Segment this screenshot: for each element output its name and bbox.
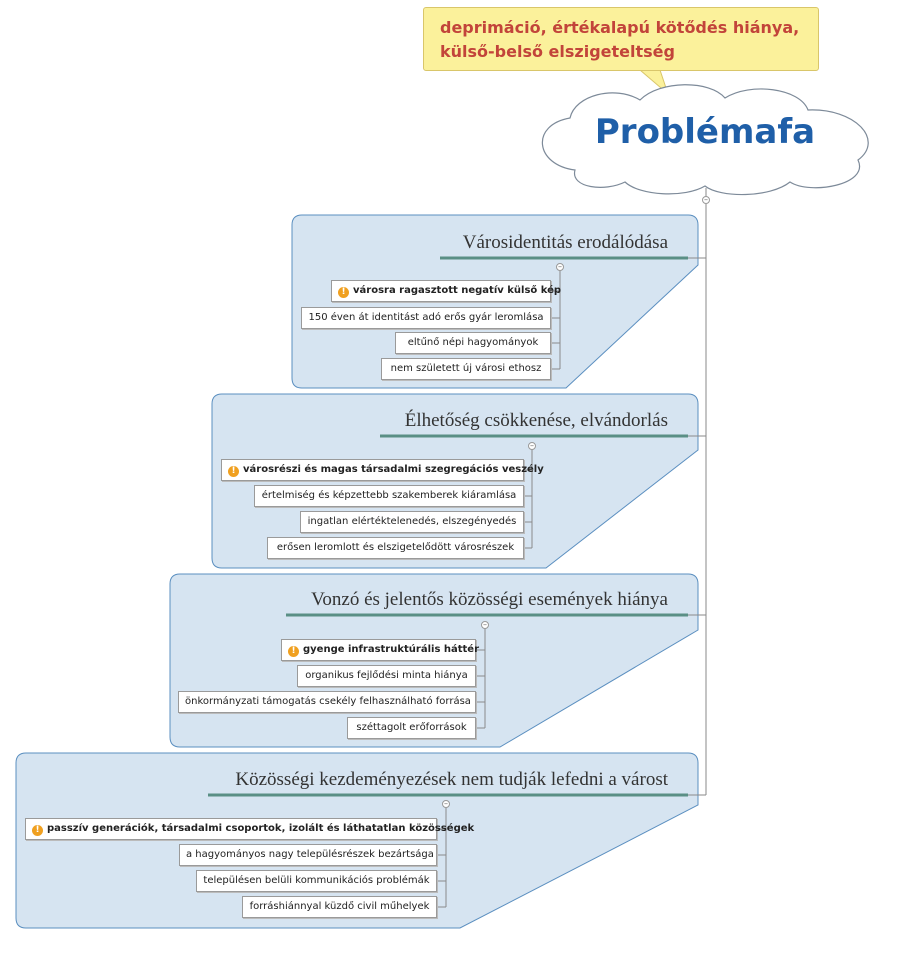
list-item[interactable]: !városrészi és magas társadalmi szegregá… bbox=[221, 459, 544, 481]
list-item[interactable]: !gyenge infrastruktúrális háttér bbox=[281, 639, 479, 661]
callout-line-2: külső-belső elszigeteltség bbox=[440, 42, 675, 61]
warning-icon: ! bbox=[228, 466, 239, 477]
list-item[interactable]: településen belüli kommunikációs problém… bbox=[196, 870, 437, 892]
callout-note[interactable]: deprimáció, értékalapú kötődés hiánya, k… bbox=[423, 7, 819, 71]
collapse-toggle-icon[interactable]: – bbox=[481, 620, 489, 629]
branch-title-2[interactable]: Élhetőség csökkenése, elvándorlás bbox=[404, 410, 668, 431]
warning-icon: ! bbox=[32, 825, 43, 836]
root-cloud bbox=[541, 84, 869, 196]
list-item[interactable]: erősen leromlott és elszigetelődött váro… bbox=[267, 537, 524, 559]
list-item[interactable]: organikus fejlődési minta hiánya bbox=[297, 665, 476, 687]
warning-icon: ! bbox=[288, 646, 299, 657]
list-item[interactable]: !városra ragasztott negatív külső kép bbox=[331, 280, 561, 302]
branch-underlines bbox=[208, 256, 688, 797]
connector-lines bbox=[437, 188, 707, 908]
branch-panel-4 bbox=[15, 752, 699, 929]
list-item[interactable]: !passzív generációk, társadalmi csoporto… bbox=[25, 818, 474, 840]
list-item[interactable]: széttagolt erőforrások bbox=[347, 717, 476, 739]
list-item[interactable]: a hagyományos nagy településrészek bezár… bbox=[179, 844, 437, 866]
list-item[interactable]: ingatlan elértéktelenedés, elszegényedés bbox=[300, 511, 524, 533]
collapse-toggle-icon[interactable]: – bbox=[702, 195, 710, 204]
list-item[interactable]: forráshiánnyal küzdő civil műhelyek bbox=[242, 896, 437, 918]
collapse-toggle-icon[interactable]: – bbox=[442, 799, 450, 808]
callout-line-1: deprimáció, értékalapú kötődés hiánya, bbox=[440, 18, 800, 37]
warning-icon: ! bbox=[338, 287, 349, 298]
list-item[interactable]: értelmiség és képzettebb szakemberek kiá… bbox=[254, 485, 524, 507]
list-item[interactable]: nem született új városi ethosz bbox=[381, 358, 551, 380]
root-title[interactable]: Problémafa bbox=[594, 112, 816, 152]
list-item[interactable]: 150 éven át identitást adó erős gyár ler… bbox=[301, 307, 551, 329]
list-item[interactable]: eltűnő népi hagyományok bbox=[395, 332, 551, 354]
collapse-toggle-icon[interactable]: – bbox=[528, 441, 536, 450]
branch-title-1[interactable]: Városidentitás erodálódása bbox=[462, 232, 668, 253]
branch-title-3[interactable]: Vonzó és jelentős közösségi események hi… bbox=[311, 589, 668, 610]
branch-title-4[interactable]: Közösségi kezdeményezések nem tudják lef… bbox=[235, 769, 668, 790]
list-item[interactable]: önkormányzati támogatás csekély felhaszn… bbox=[178, 691, 476, 713]
collapse-toggle-icon[interactable]: – bbox=[556, 262, 564, 271]
